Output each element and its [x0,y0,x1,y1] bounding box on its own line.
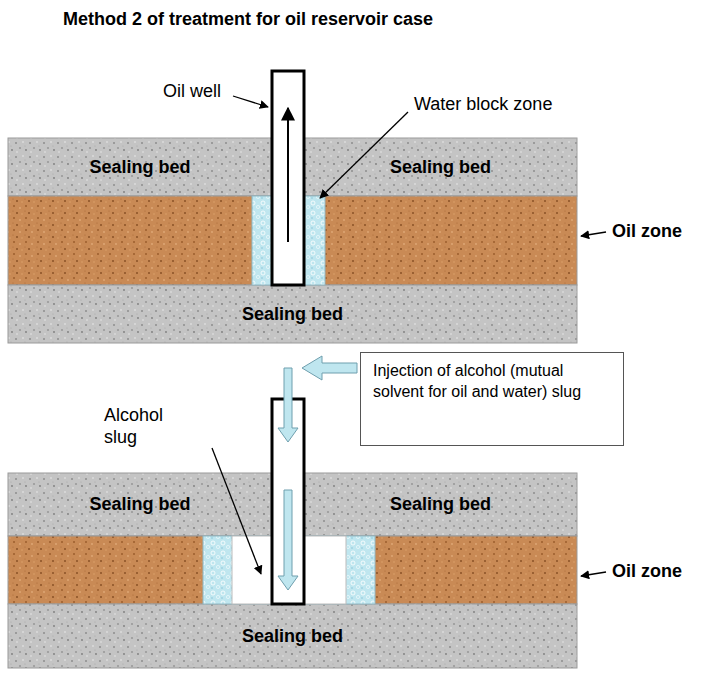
callout-label: Oil zone [612,221,682,243]
node-text: Injection of alcohol (mutual solvent for… [373,361,611,403]
sealing-bed-band: Sealing bed [304,473,577,536]
leader-line [581,572,606,576]
injection-arrow [278,490,298,590]
leader-line [212,448,261,574]
node-text: Sealing bed [390,157,491,178]
injection-arrow [278,368,298,442]
leader-line [233,96,268,107]
sealing-bed-band: Sealing bed [8,473,272,536]
callout-box: Injection of alcohol (mutual solvent for… [360,352,624,446]
leader-line [581,232,606,236]
sealing-bed [8,285,577,343]
node-text: Sealing bed [242,304,343,325]
callout-label: Water block zone [414,94,552,116]
callout-label: Alcohol slug [104,405,182,448]
flow-arrow [287,108,289,242]
node-text: Sealing bed [89,157,190,178]
callout-label: Oil well [163,81,221,103]
leader-line [320,112,408,198]
callout-arrow [302,356,357,380]
sealing-bed-band: Sealing bed [304,138,577,196]
sealing-bed-band: Sealing bed [8,285,577,343]
node-text: Sealing bed [242,626,343,647]
node-text: Sealing bed [89,494,190,515]
sealing-bed [8,604,577,668]
sealing-bed-band: Sealing bed [8,604,577,668]
callout-label: Oil zone [612,561,682,583]
diagram-title: Method 2 of treatment for oil reservoir … [63,9,433,30]
oil-well [272,71,304,285]
node-text: Sealing bed [390,494,491,515]
sealing-bed-band: Sealing bed [8,138,272,196]
